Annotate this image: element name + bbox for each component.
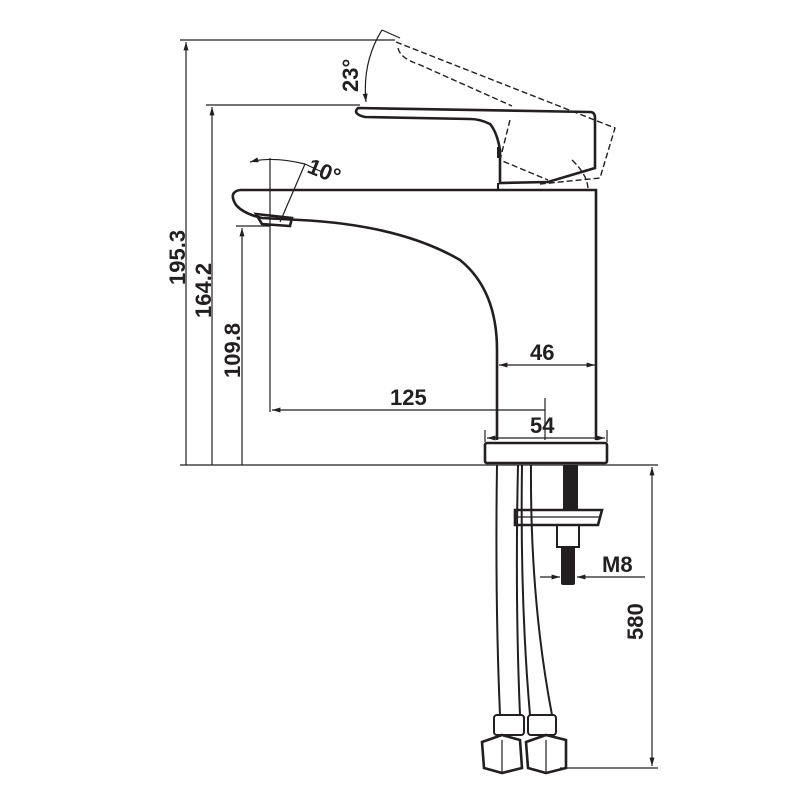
dim-label-thread: M8: [602, 552, 633, 577]
angle-label-spout: 10°: [304, 153, 344, 189]
dimension-handle-height: 164.2: [191, 107, 216, 465]
dim-label-spout-height: 109.8: [220, 323, 245, 378]
dimension-body-width: 46: [499, 340, 595, 368]
angle-label-handle: 23°: [338, 59, 363, 92]
base-plate: [483, 441, 609, 465]
faucet-handle-raised-outline: [395, 41, 616, 191]
dimension-thread: M8: [540, 552, 645, 580]
supply-hoses: [480, 464, 568, 775]
aerator: [253, 212, 294, 228]
dimension-base-width: 54: [487, 413, 605, 441]
dim-label-spout-reach: 125: [390, 385, 427, 410]
extension-lines: [180, 39, 658, 769]
faucet-body: [231, 183, 598, 440]
dim-label-body-width: 46: [530, 340, 554, 365]
faucet-handle: [354, 106, 597, 185]
dimension-hose-length: 580: [623, 467, 655, 766]
dim-label-base-width: 54: [530, 413, 555, 438]
dimension-total-height: 195.3: [165, 42, 190, 465]
angle-handle-tilt: 23°: [338, 29, 401, 103]
dim-label-hose-length: 580: [623, 603, 648, 640]
dim-label-handle-height: 164.2: [191, 263, 216, 318]
dimension-spout-height: 109.8: [220, 228, 245, 465]
dimension-spout-reach: 125: [272, 385, 545, 413]
dim-label-total-height: 195.3: [165, 230, 190, 285]
mounting-stud: [513, 465, 604, 585]
angle-spout-tilt: 10°: [249, 153, 344, 223]
